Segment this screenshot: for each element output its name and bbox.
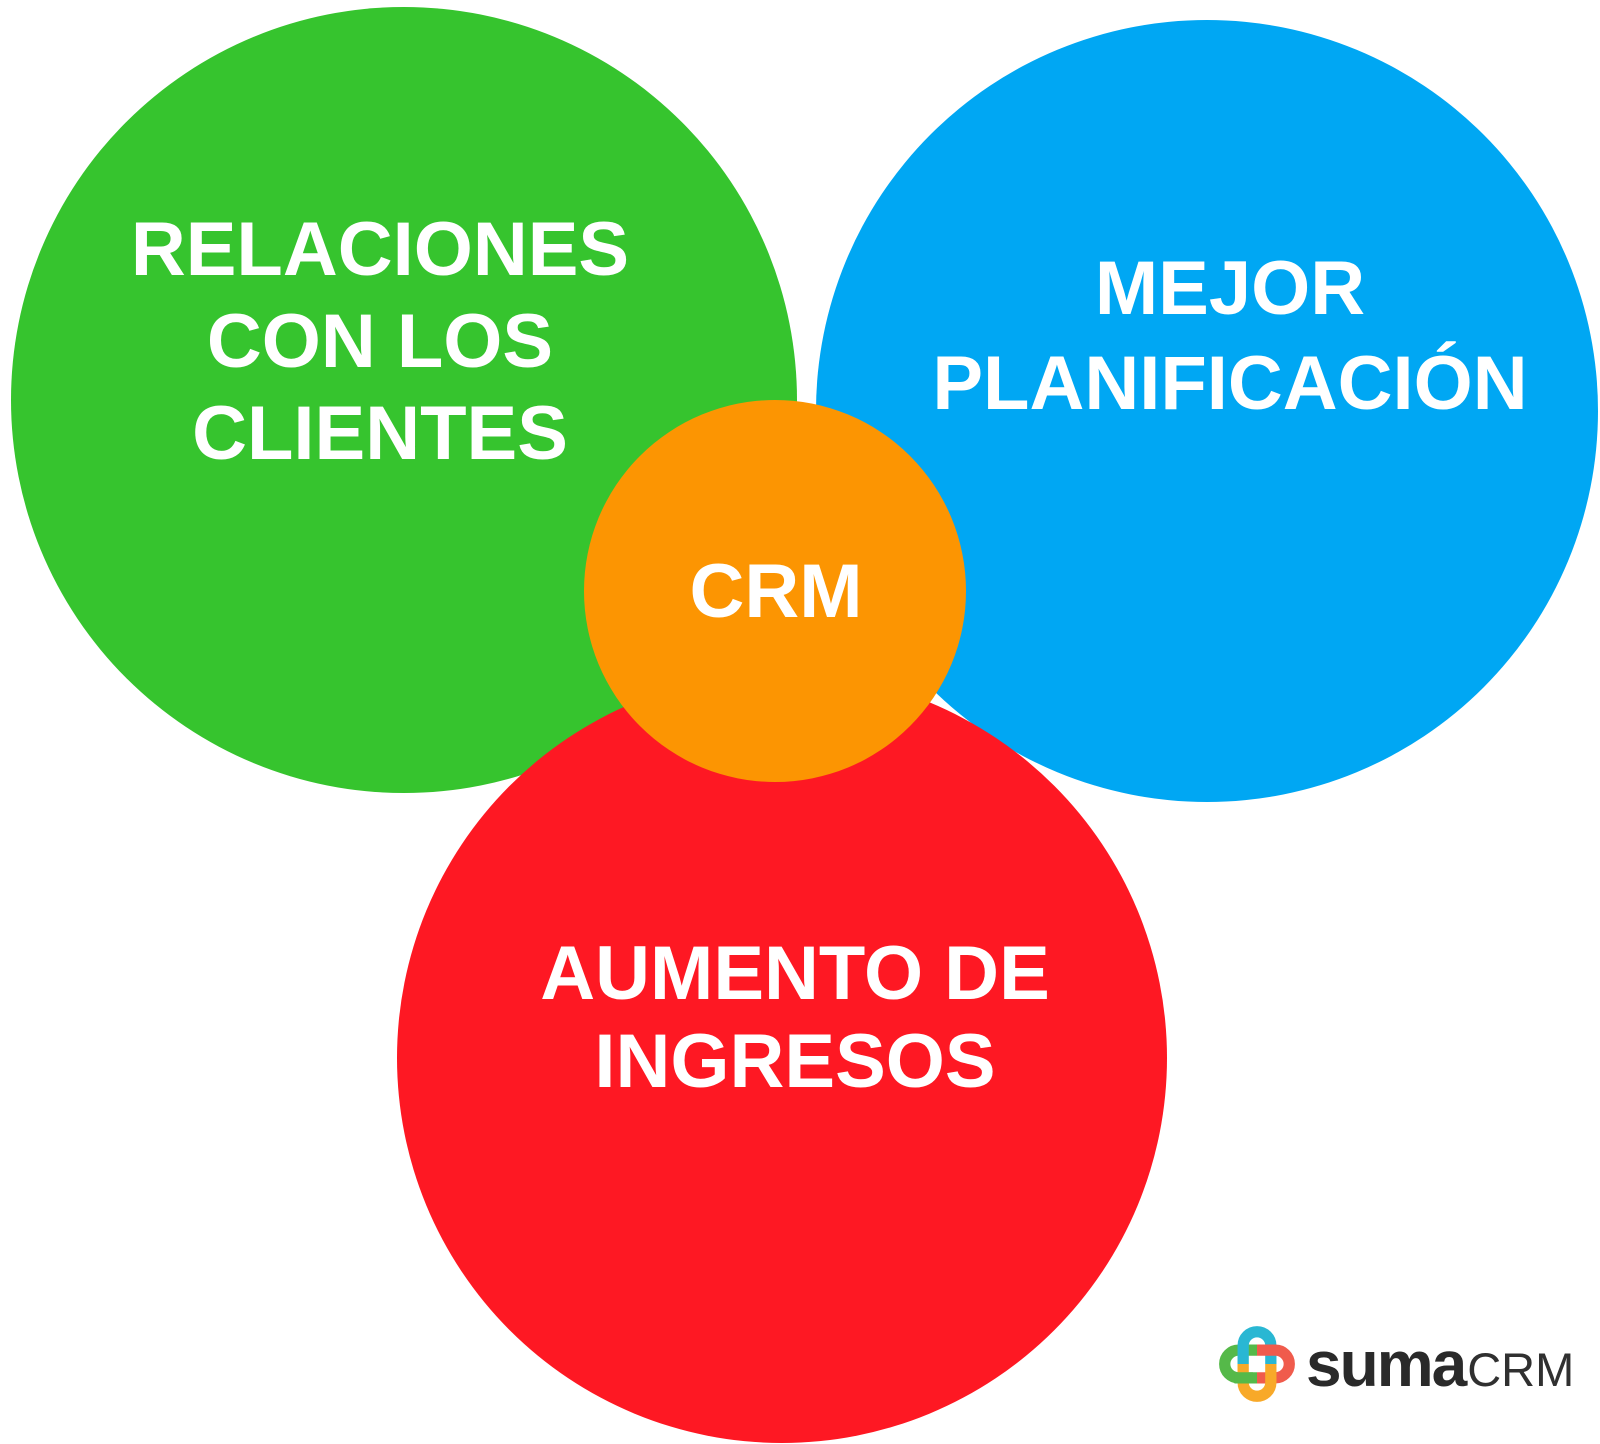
brand-logo: suma CRM [1216, 1322, 1574, 1406]
label-line: PLANIFICACIÓN [932, 341, 1528, 426]
label-crm-center: CRM [689, 552, 862, 632]
label-line: CON LOS [206, 299, 554, 384]
label-line: AUMENTO DE [540, 931, 1050, 1016]
label-line: RELACIONES [130, 207, 630, 292]
label-better-planning: MEJOR PLANIFICACIÓN [932, 241, 1527, 431]
label-line: CRM [689, 549, 863, 634]
interlocked-loops-icon [1219, 1326, 1295, 1402]
circle-revenue-increase [397, 673, 1167, 1443]
brand-name-crm: CRM [1467, 1343, 1575, 1396]
label-line: CLIENTES [192, 391, 568, 476]
brand-name-suma: suma [1306, 1328, 1467, 1400]
circle-crm-center [584, 400, 966, 782]
label-line: MEJOR [1094, 246, 1366, 331]
label-customer-relations: RELACIONES CON LOS CLIENTES [131, 204, 629, 480]
label-revenue-increase: AUMENTO DE INGRESOS [540, 930, 1050, 1106]
brand-wordmark: suma CRM [1306, 1327, 1574, 1401]
label-line: INGRESOS [594, 1019, 996, 1104]
